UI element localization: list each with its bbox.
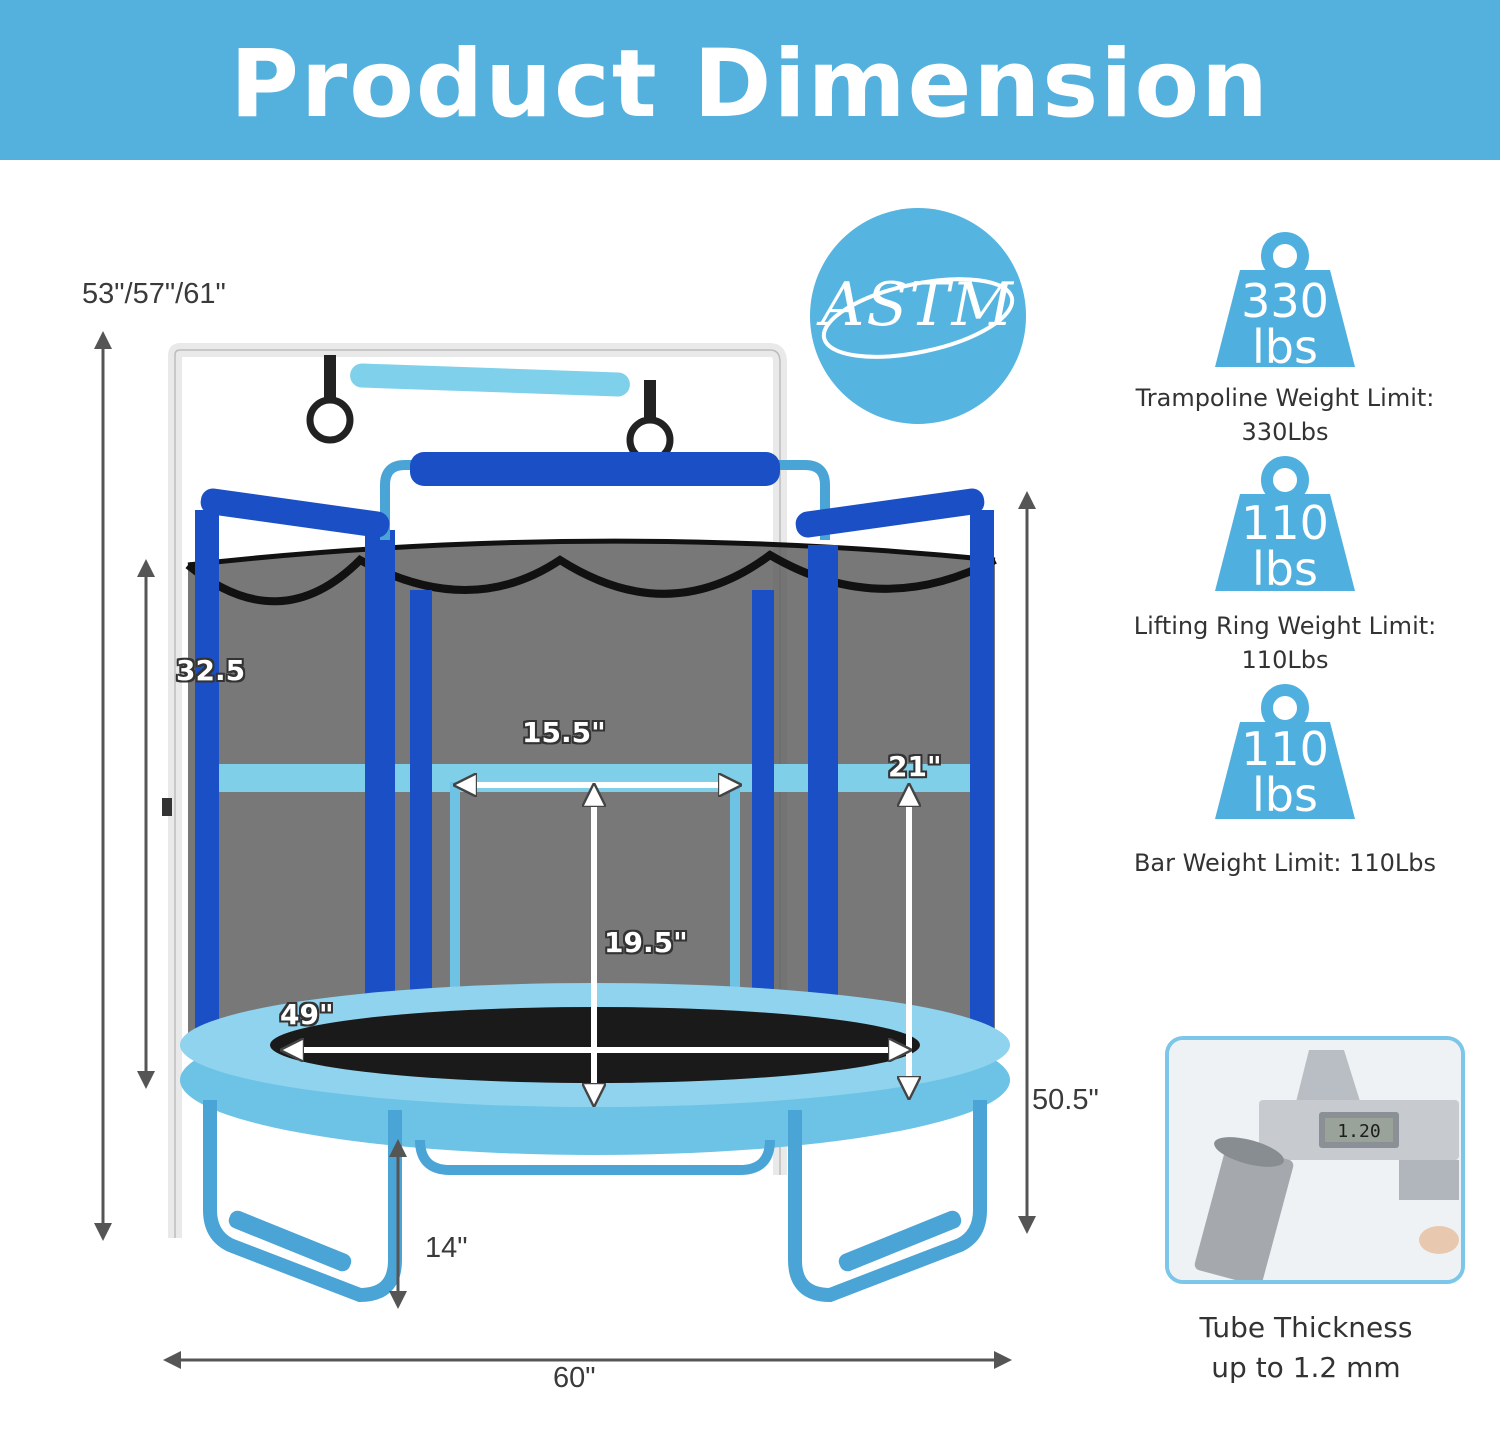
door-height-label: 19.5" [604, 926, 688, 959]
weight-unit-ring: lbs [1252, 542, 1318, 596]
astm-badge-icon: ASTM [810, 208, 1026, 424]
total-width-label: 60" [553, 1362, 596, 1394]
astm-badge-text: ASTM [821, 270, 1015, 340]
weight-unit-trampoline: lbs [1252, 320, 1318, 374]
inner-dimension-arrows [292, 785, 909, 1095]
mat-diameter-label: 49" [280, 998, 334, 1031]
total-height-label: 53"/57"/61" [82, 278, 226, 310]
leg-height-label: 14" [425, 1232, 468, 1264]
caliper-photo: 1.20 [1165, 1036, 1465, 1284]
caliper-reading: 1.20 [1337, 1121, 1380, 1142]
trampoline-limit-label: Trampoline Weight Limit: [1135, 384, 1435, 412]
weight-icon [1215, 232, 1355, 367]
weight-value-bar: 110 [1241, 722, 1329, 776]
weight-value-ring: 110 [1241, 496, 1329, 550]
bar-height-label: 21" [888, 750, 942, 783]
tube-thickness-value: up to 1.2 mm [1211, 1351, 1401, 1384]
weight-icon [1215, 456, 1355, 591]
header-banner [0, 0, 1500, 160]
weight-unit-bar: lbs [1252, 768, 1318, 822]
bar-limit-label: Bar Weight Limit: 110Lbs [1133, 849, 1437, 877]
enclosure-height-label: 50.5" [1032, 1084, 1099, 1116]
ring-limit-value: 110Lbs [1241, 646, 1329, 674]
tube-thickness-title: Tube Thickness [1199, 1311, 1413, 1344]
ring-limit-label: Lifting Ring Weight Limit: [1133, 612, 1437, 640]
dimension-arrows [94, 331, 1036, 1369]
weight-icon [1215, 684, 1355, 819]
side-height-label: 32.5 [176, 654, 246, 687]
page-title: Product Dimension [230, 30, 1270, 139]
weight-value-trampoline: 330 [1241, 274, 1329, 328]
trampoline-limit-value: 330Lbs [1241, 418, 1329, 446]
caliper-icon: 1.20 [1169, 1040, 1461, 1280]
bar-width-label: 15.5" [522, 716, 606, 749]
